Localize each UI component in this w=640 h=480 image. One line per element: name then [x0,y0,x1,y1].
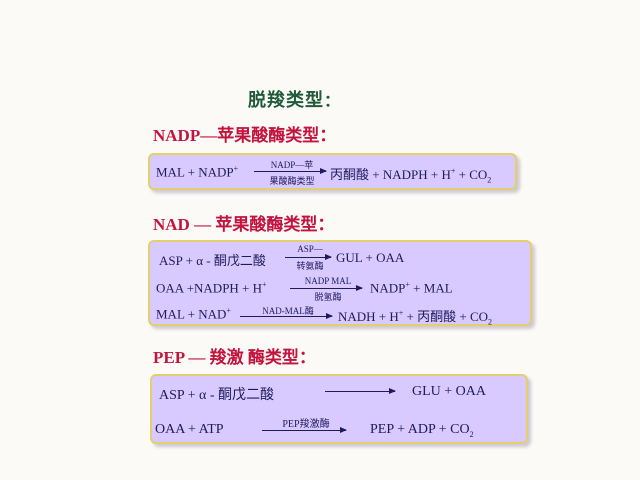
arrow-label-top: PEP羧激酶 [282,419,330,430]
arrow-label-bottom: 转氨酶 [296,261,324,271]
arrow-label-top: ASP— [297,244,323,254]
equation-box-nad-me: ASP + α - 酮戊二酸 ASP— 转氨酶 GUL + OAA OAA +N… [148,240,532,327]
arrow-label-bottom: 脱氢酶 [314,292,342,302]
arrow-label-top: NADP MAL [304,276,352,286]
reaction-arrow [290,285,363,291]
page-title: 脱羧类型： [248,90,342,111]
reaction-arrow [262,427,347,433]
equation-left: ASP + α - 酮戊二酸 [159,253,266,268]
equation-right: NADH + H+ + 丙酮酸 + CO2 [338,308,493,327]
equation-left: ASP + α - 酮戊二酸 [159,388,275,403]
arrow-label-top: NADP—苹 [270,160,314,170]
equation-left: MAL + NAD+ [156,306,231,322]
equation-box-nadp-me: MAL + NADP+ NADP—苹 果酸酶类型 丙酮酸 + NADPH + H… [148,153,517,190]
equation-box-pep-ck: ASP + α - 酮戊二酸 GLU + OAA OAA + ATP PEP羧激… [150,374,528,444]
arrow-label-top: NAD-MAL酶 [262,306,314,316]
equation-right: GLU + OAA [412,384,486,399]
reaction-arrow [285,254,332,260]
equation-left: OAA + ATP [155,422,224,437]
equation-right: 丙酮酸 + NADPH + H+ + CO2 [330,166,492,185]
section-heading-nadp-me: NADP—苹果酸酶类型： [153,126,337,145]
equation-right: PEP + ADP + CO2 [370,422,474,439]
equation-left: MAL + NADP+ [156,164,239,180]
reaction-arrow [240,313,333,319]
section-heading-pep-ck: PEP — 羧激 酶类型： [153,348,316,367]
reaction-arrow [325,388,396,394]
reaction-arrow [254,168,327,174]
equation-right: NADP+ + MAL [370,280,453,296]
equation-left: OAA +NADPH + H+ [156,280,267,296]
section-heading-nad-me: NAD — 苹果酸酶类型： [153,215,335,234]
arrow-label-bottom: 果酸酶类型 [269,176,315,186]
equation-right: GUL + OAA [336,250,405,265]
